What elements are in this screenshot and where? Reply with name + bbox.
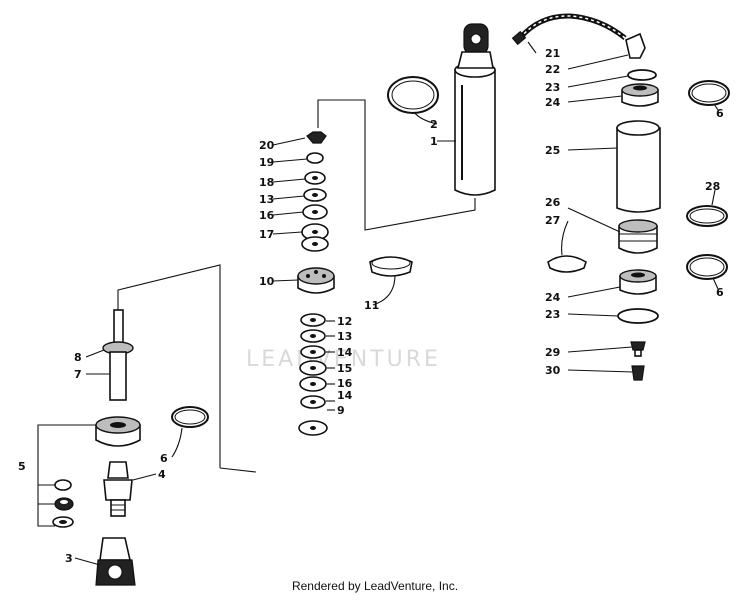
callout-9: 9 — [337, 404, 345, 417]
hose — [511, 13, 627, 46]
callout-26: 26 — [545, 196, 561, 209]
callout-11: 11 — [364, 299, 379, 312]
footer-credit: Rendered by LeadVenture, Inc. — [291, 579, 459, 593]
callout-7: 7 — [74, 368, 82, 381]
callout-20: 20 — [259, 139, 275, 152]
callout-16-lower: 16 — [337, 377, 353, 390]
callout-13-lower: 13 — [337, 330, 352, 343]
callout-28: 28 — [705, 180, 720, 193]
callout-5: 5 — [18, 460, 26, 473]
callout-8: 8 — [74, 351, 82, 364]
reservoir-stack — [547, 69, 730, 381]
reservoir-cylinder — [454, 23, 496, 196]
callout-24-top: 24 — [545, 96, 561, 109]
callout-3: 3 — [65, 552, 73, 565]
callout-21: 21 — [545, 47, 560, 60]
callout-23-bottom: 23 — [545, 308, 560, 321]
callout-18: 18 — [259, 176, 274, 189]
callout-16-upper: 16 — [259, 209, 275, 222]
shock-body — [37, 309, 209, 586]
callout-12: 12 — [337, 315, 352, 328]
callout-15: 15 — [337, 362, 352, 375]
callout-29: 29 — [545, 346, 560, 359]
elbow-fitting — [625, 32, 646, 59]
callout-17: 17 — [259, 228, 274, 241]
callout-6-bottom: 6 — [716, 286, 724, 299]
callout-10: 10 — [259, 275, 275, 288]
leader-lines — [74, 41, 719, 566]
callout-14-lower: 14 — [337, 389, 353, 402]
callout-1: 1 — [430, 135, 438, 148]
callout-27: 27 — [545, 214, 560, 227]
callout-14-upper: 14 — [337, 346, 353, 359]
callout-25: 25 — [545, 144, 560, 157]
callouts: 2 1 3 4 5 6 6 6 7 8 9 10 11 12 13 13 14 … — [18, 47, 724, 565]
watermark: LEADVENTURE — [246, 347, 441, 372]
snap-ring-2 — [387, 76, 439, 114]
callout-23-top: 23 — [545, 81, 560, 94]
callout-4: 4 — [158, 468, 166, 481]
callout-6-left: 6 — [160, 452, 168, 465]
callout-24-bottom: 24 — [545, 291, 561, 304]
callout-2: 2 — [430, 118, 438, 131]
shaft-stack — [297, 131, 413, 436]
callout-19: 19 — [259, 156, 274, 169]
callout-22: 22 — [545, 63, 560, 76]
callout-13-upper: 13 — [259, 193, 274, 206]
callout-6-top: 6 — [716, 107, 724, 120]
callout-30: 30 — [545, 364, 561, 377]
